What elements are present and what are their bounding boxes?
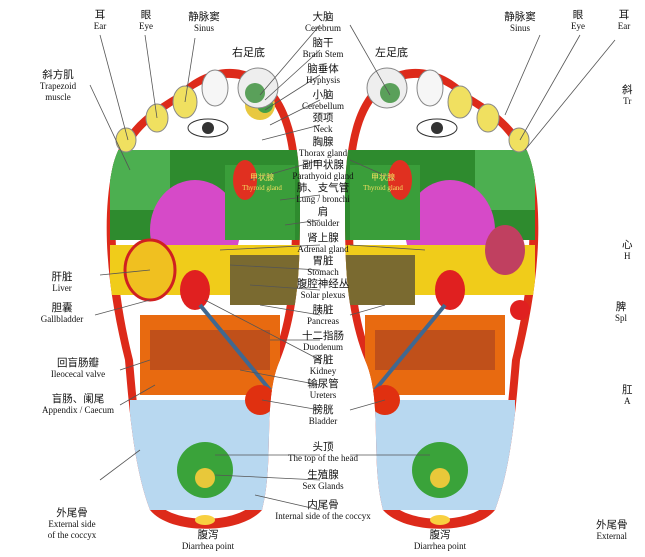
left-foot — [335, 68, 538, 529]
right-foot-title: 右足底 — [232, 44, 265, 60]
left-foot-title: 左足底 — [375, 44, 408, 60]
right-foot — [107, 68, 310, 529]
